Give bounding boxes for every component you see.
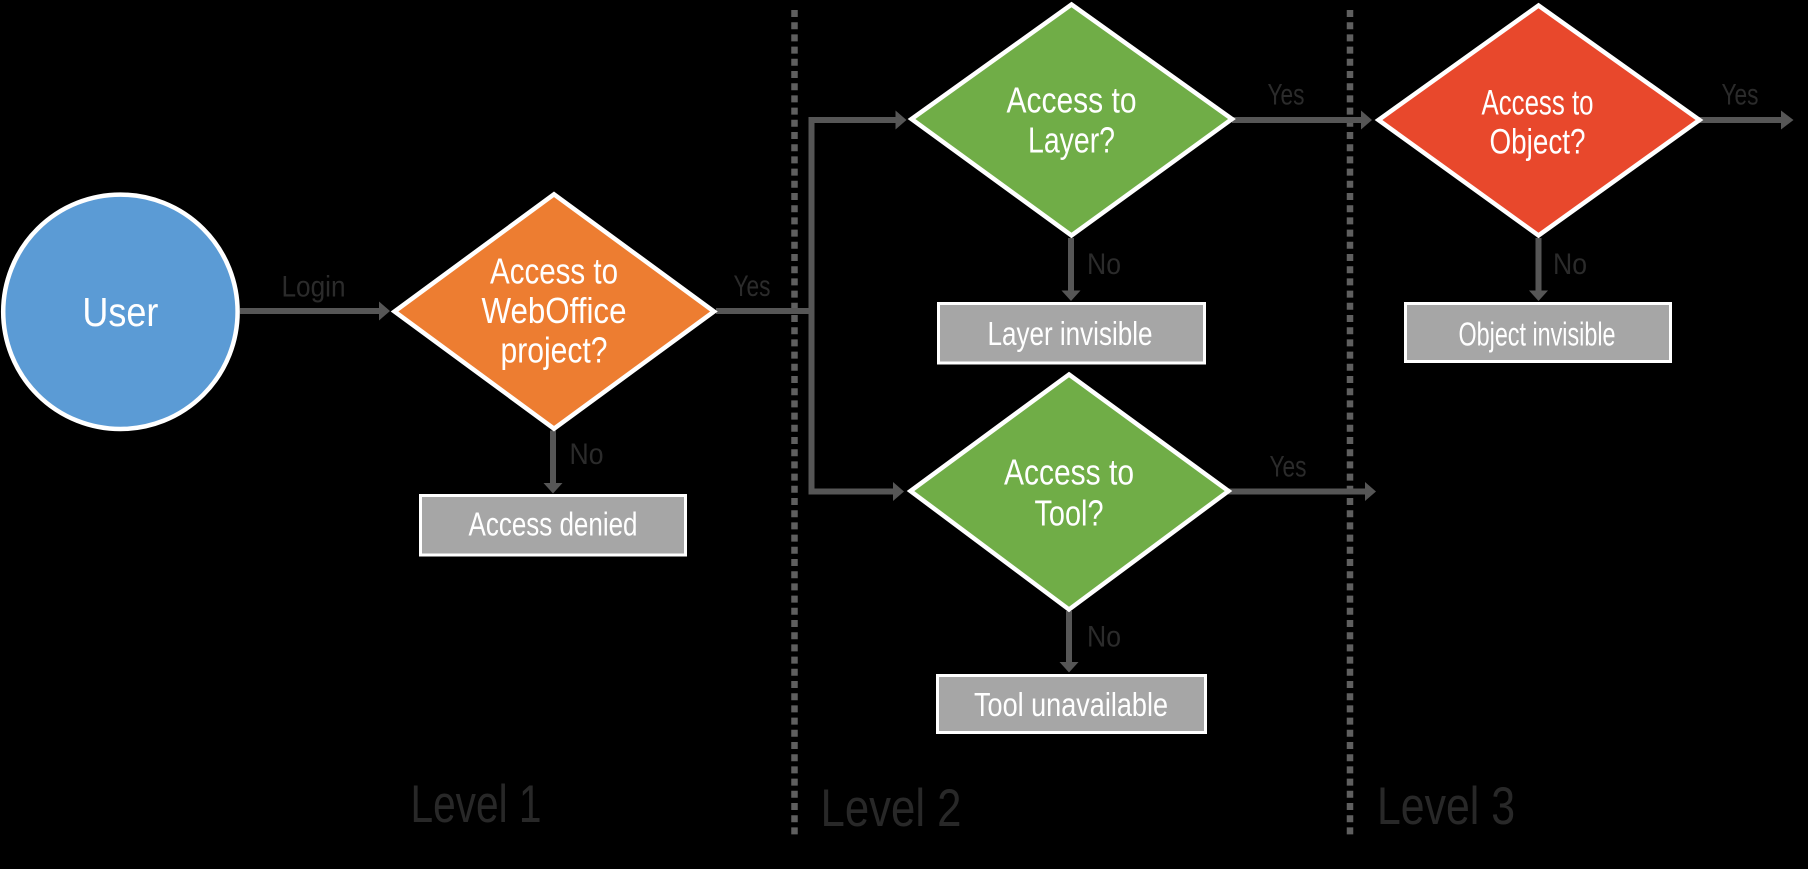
svg-text:Tool unavailable: Tool unavailable (974, 686, 1168, 723)
svg-text:Access to: Access to (1004, 451, 1134, 492)
svg-text:Login: Login (282, 271, 346, 304)
svg-text:Access to: Access to (1482, 84, 1594, 123)
svg-text:Yes: Yes (1268, 79, 1305, 112)
svg-text:project?: project? (501, 330, 608, 371)
svg-text:No: No (570, 438, 604, 471)
svg-text:Layer invisible: Layer invisible (988, 315, 1153, 352)
svg-text:No: No (1553, 248, 1587, 281)
svg-text:Level 1: Level 1 (411, 775, 542, 834)
svg-text:User: User (82, 289, 158, 335)
svg-text:Access to: Access to (490, 251, 618, 292)
svg-text:No: No (1087, 248, 1121, 281)
svg-text:Yes: Yes (734, 270, 771, 303)
svg-text:Level 2: Level 2 (821, 779, 962, 838)
svg-text:No: No (1087, 621, 1121, 654)
svg-text:Yes: Yes (1270, 451, 1307, 484)
svg-text:Layer?: Layer? (1028, 120, 1115, 161)
svg-text:Level 3: Level 3 (1377, 777, 1515, 836)
svg-text:Object?: Object? (1490, 123, 1586, 162)
svg-text:Tool?: Tool? (1035, 492, 1104, 533)
svg-text:Yes: Yes (1722, 79, 1759, 112)
svg-text:Access denied: Access denied (469, 506, 638, 543)
svg-text:Object invisible: Object invisible (1459, 315, 1616, 352)
svg-text:Access to: Access to (1007, 79, 1137, 120)
svg-text:WebOffice: WebOffice (482, 290, 627, 331)
